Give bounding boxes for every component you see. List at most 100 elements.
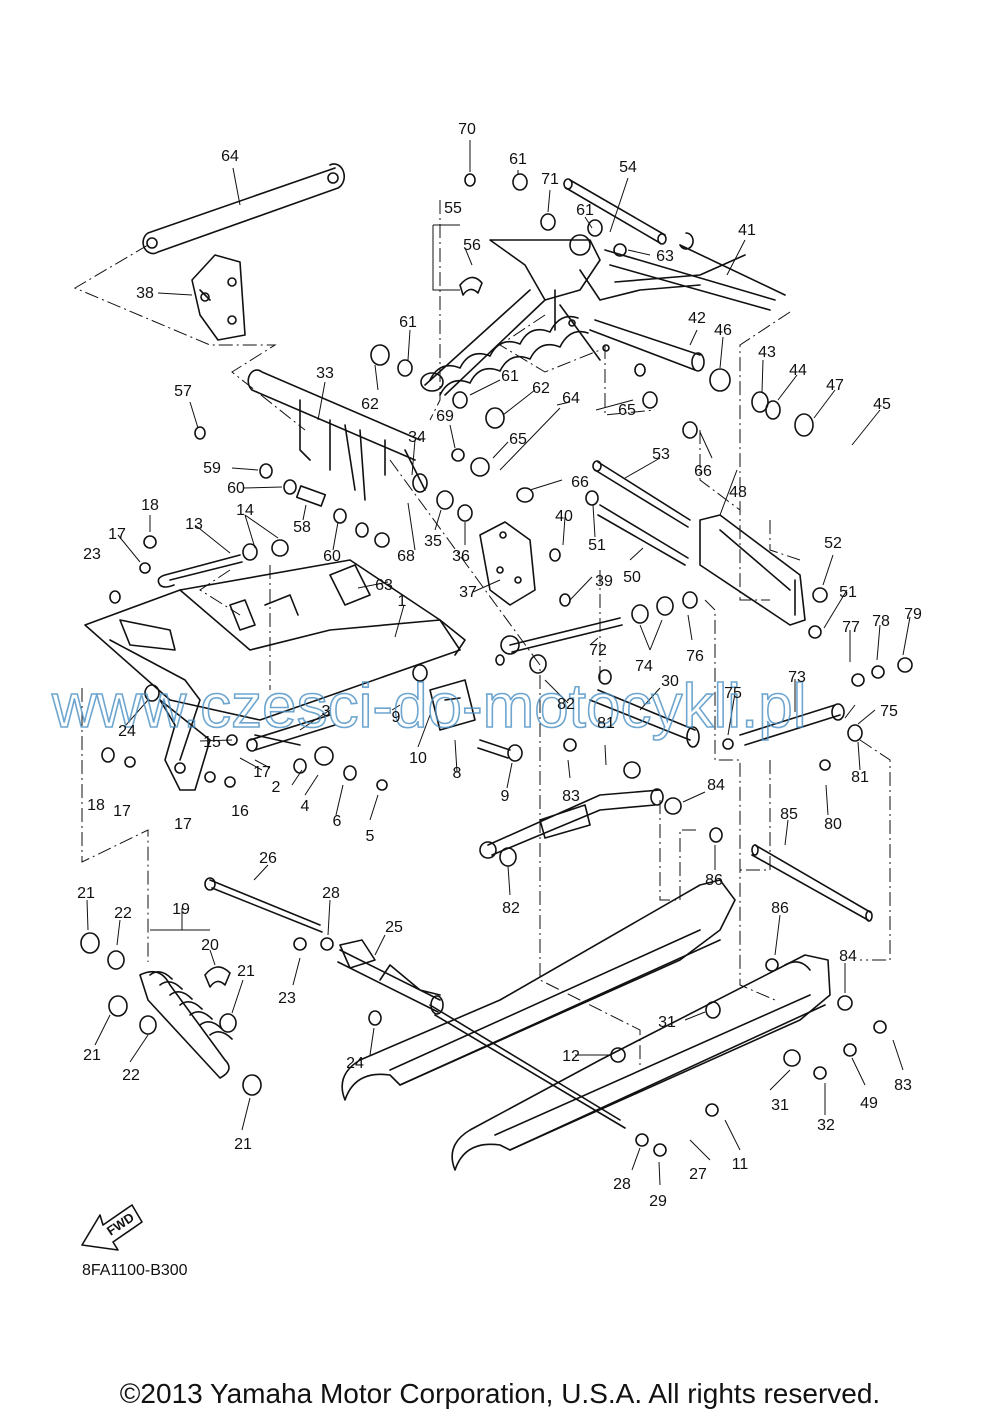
callout-label: 74 xyxy=(635,658,653,675)
callout-label: 17 xyxy=(108,526,126,543)
callout-label: 83 xyxy=(894,1077,912,1094)
watermark-text: www.czesci-do-motocykli.pl xyxy=(51,672,807,741)
callout-label: 78 xyxy=(872,613,890,630)
callout-label: 47 xyxy=(826,377,844,394)
callout-label: 63 xyxy=(656,248,674,265)
callout-label: 17 xyxy=(174,816,192,833)
callouts: 64 70 61 71 54 55 56 61 63 41 38 42 46 6… xyxy=(77,121,922,1210)
callout-label: 2 xyxy=(272,779,281,796)
callout-label: 4 xyxy=(301,798,310,815)
callout-label: 18 xyxy=(141,497,159,514)
callout-label: 1 xyxy=(398,593,407,610)
callout-label: 81 xyxy=(597,715,615,732)
callout-label: 84 xyxy=(839,948,857,965)
fwd-arrow-icon: FWD xyxy=(81,1204,143,1251)
callout-label: 45 xyxy=(873,396,891,413)
callout-label: 23 xyxy=(83,546,101,563)
callout-label: 65 xyxy=(618,402,636,419)
callout-label: 39 xyxy=(595,573,613,590)
callout-label: 21 xyxy=(237,963,255,980)
callout-label: 57 xyxy=(174,383,192,400)
callout-label: 86 xyxy=(771,900,789,917)
callout-label: 52 xyxy=(824,535,842,552)
callout-label: 77 xyxy=(842,619,860,636)
callout-label: 42 xyxy=(688,310,706,327)
callout-label: 76 xyxy=(686,648,704,665)
callout-label: 49 xyxy=(860,1095,878,1112)
callout-label: 54 xyxy=(619,159,637,176)
part-outlines xyxy=(84,163,873,1171)
callout-label: 13 xyxy=(185,516,203,533)
callout-label: 15 xyxy=(203,734,221,751)
callout-label: 50 xyxy=(623,569,641,586)
callout-label: 38 xyxy=(136,285,154,302)
callout-label: 46 xyxy=(714,322,732,339)
callout-label: 79 xyxy=(904,606,922,623)
callout-label: 62 xyxy=(532,380,550,397)
callout-label: 6 xyxy=(333,813,342,830)
callout-label: 22 xyxy=(114,905,132,922)
callout-label: 60 xyxy=(227,480,245,497)
callout-label: 61 xyxy=(576,202,594,219)
callout-label: 48 xyxy=(729,484,747,501)
callout-label: 35 xyxy=(424,533,442,550)
callout-label: 83 xyxy=(562,788,580,805)
callout-label: 23 xyxy=(278,990,296,1007)
callout-label: 71 xyxy=(541,171,559,188)
callout-label: 36 xyxy=(452,548,470,565)
callout-label: 51 xyxy=(588,537,606,554)
callout-label: 82 xyxy=(557,696,575,713)
hardware xyxy=(80,173,913,1157)
callout-label: 75 xyxy=(724,685,742,702)
callout-label: 28 xyxy=(322,885,340,902)
diagram-part-code: 8FA1100-B300 xyxy=(82,1262,188,1279)
fwd-label: FWD xyxy=(104,1210,137,1239)
callout-label: 53 xyxy=(652,446,670,463)
callout-label: 60 xyxy=(323,548,341,565)
callout-label: 66 xyxy=(694,463,712,480)
callout-label: 85 xyxy=(780,806,798,823)
callout-label: 8 xyxy=(453,765,462,782)
callout-label: 31 xyxy=(658,1014,676,1031)
callout-label: 62 xyxy=(361,396,379,413)
callout-label: 56 xyxy=(463,237,481,254)
callout-label: 40 xyxy=(555,508,573,525)
callout-label: 19 xyxy=(172,901,190,918)
callout-label: 61 xyxy=(501,368,519,385)
callout-label: 72 xyxy=(589,642,607,659)
callout-label: 44 xyxy=(789,362,807,379)
leader-lines xyxy=(86,140,911,1186)
callout-label: 16 xyxy=(231,803,249,820)
callout-label: 75 xyxy=(880,703,898,720)
callout-label: 81 xyxy=(851,769,869,786)
callout-label: 31 xyxy=(771,1097,789,1114)
callout-label: 70 xyxy=(458,121,476,138)
callout-label: 63 xyxy=(375,577,393,594)
callout-label: 68 xyxy=(397,548,415,565)
callout-label: 17 xyxy=(253,764,271,781)
callout-label: 34 xyxy=(408,429,426,446)
callout-label: 86 xyxy=(705,872,723,889)
callout-label: 66 xyxy=(571,474,589,491)
callout-label: 41 xyxy=(738,222,756,239)
callout-label: 21 xyxy=(77,885,95,902)
copyright-notice: ©2013 Yamaha Motor Corporation, U.S.A. A… xyxy=(119,1378,881,1409)
callout-label: 30 xyxy=(661,673,679,690)
callout-label: 26 xyxy=(259,850,277,867)
callout-label: 61 xyxy=(399,314,417,331)
callout-label: 9 xyxy=(392,709,401,726)
callout-label: 11 xyxy=(732,1156,749,1173)
callout-label: 5 xyxy=(366,828,375,845)
guide-lines xyxy=(73,200,891,1065)
callout-label: 29 xyxy=(649,1193,667,1210)
callout-label: 51 xyxy=(839,584,857,601)
callout-label: 10 xyxy=(409,750,427,767)
callout-label: 14 xyxy=(236,502,254,519)
callout-label: 32 xyxy=(817,1117,835,1134)
callout-label: 37 xyxy=(459,584,477,601)
callout-label: 64 xyxy=(562,390,580,407)
callout-label: 58 xyxy=(293,519,311,536)
callout-label: 64 xyxy=(221,148,239,165)
callout-label: 21 xyxy=(234,1136,252,1153)
